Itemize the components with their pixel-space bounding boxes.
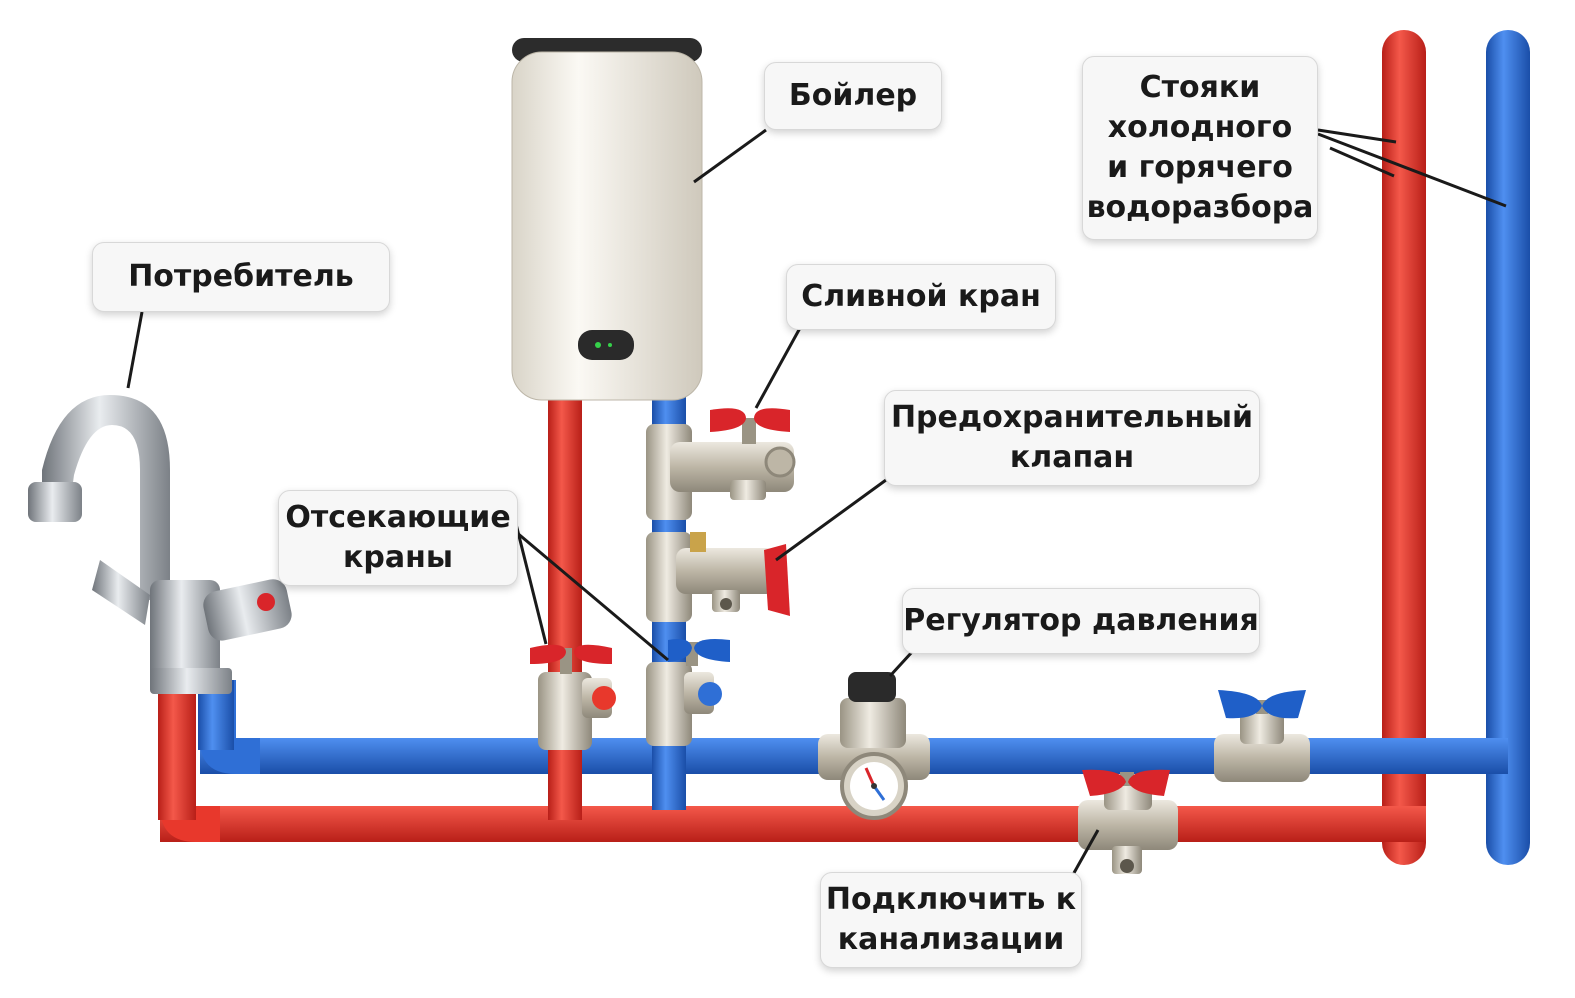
shutoff-valve-cold (646, 639, 730, 746)
regulator-cap (848, 672, 896, 702)
callout-lines (126, 128, 1507, 881)
label-sewer: Подключить к канализации (820, 872, 1082, 968)
faucet-cold-handle (92, 560, 150, 625)
label-safety-valve: Предохранительный клапан (884, 390, 1260, 486)
cold-main-valve (1214, 690, 1310, 782)
shutoff-valve-hot (530, 644, 616, 750)
boiler-display (578, 330, 634, 360)
valve-handle-cold (694, 639, 730, 662)
drain-valve (646, 408, 796, 520)
hot-riser-pipe (1382, 30, 1426, 865)
label-boiler: Бойлер (764, 62, 942, 130)
boiler (511, 38, 703, 401)
label-drain-valve: Сливной кран (786, 264, 1056, 330)
safety-valve-lever (764, 544, 790, 616)
label-risers: Стояки холодного и горячего водоразбора (1082, 56, 1318, 240)
faucet-hot-handle (203, 579, 292, 641)
safety-valve (646, 532, 790, 622)
drain-valve-handle (710, 408, 746, 432)
label-pressure-regulator: Регулятор давления (902, 588, 1260, 654)
label-consumer: Потребитель (92, 242, 390, 312)
boiler-hot-outlet-pipe (548, 390, 582, 820)
pressure-regulator (818, 672, 930, 820)
faucet (28, 395, 292, 694)
cold-riser-pipe (1486, 30, 1530, 865)
sewer-drain-valve (1078, 769, 1178, 874)
label-shutoff-valves: Отсекающие краны (278, 490, 518, 586)
hot-main-pipe (158, 690, 1426, 842)
valve-handle-hot (530, 644, 566, 664)
